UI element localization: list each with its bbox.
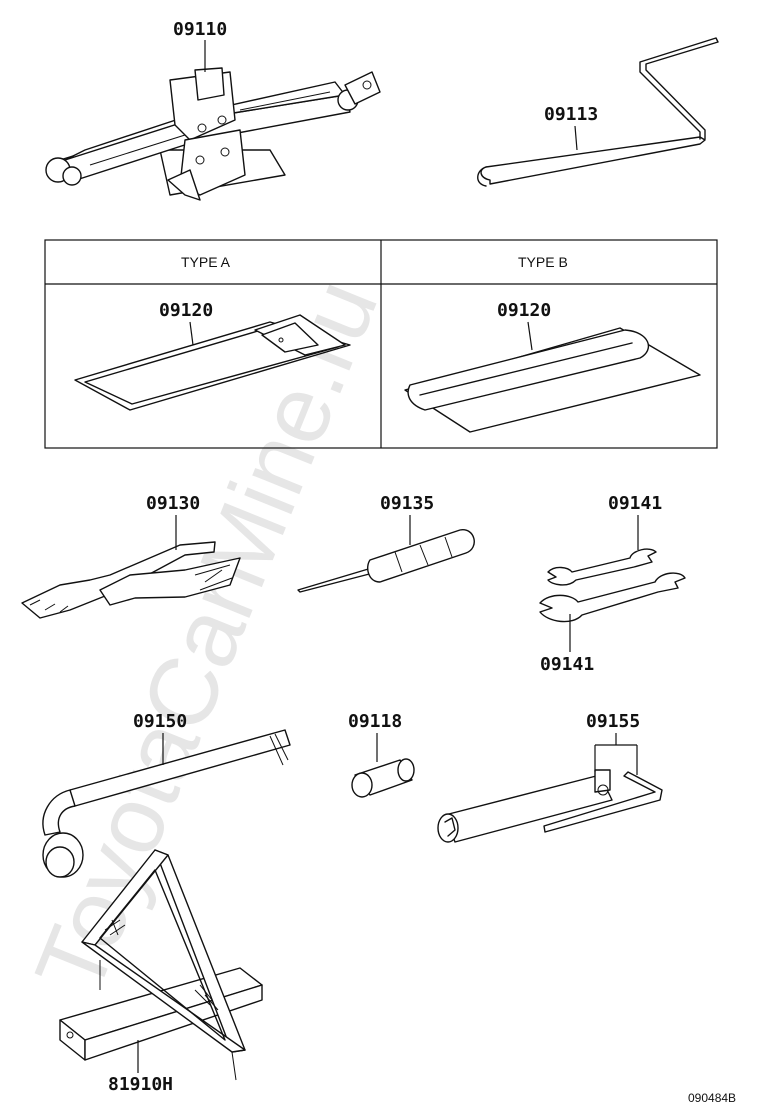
wrench-lower-illustration	[539, 572, 686, 623]
wrench-lower-part-number: 09141	[540, 654, 594, 675]
tool-bag-b-illustration	[404, 327, 701, 433]
socket-part-number: 09118	[348, 711, 402, 732]
tool-bag-b-part-number: 09120	[497, 300, 551, 321]
plug-wrench-illustration	[437, 769, 663, 843]
jack-illustration	[45, 67, 381, 201]
socket-illustration	[351, 758, 415, 798]
tool-bag-type-table	[44, 239, 718, 449]
type-a-header: TYPE A	[181, 254, 231, 270]
jack-handle-illustration	[477, 37, 719, 187]
figure-code: 090484B	[688, 1091, 736, 1105]
plug-wrench-part-number: 09155	[586, 711, 640, 732]
screwdriver-illustration	[297, 529, 475, 593]
warning-triangle-illustration	[59, 849, 263, 1081]
pliers-illustration	[21, 541, 241, 619]
warning-triangle-part-number: 81910H	[108, 1074, 173, 1095]
wheel-nut-wrench-part-number: 09150	[133, 711, 187, 732]
tool-bag-a-part-number: 09120	[159, 300, 213, 321]
jack-part-number: 09110	[173, 19, 227, 40]
type-b-header: TYPE B	[518, 254, 568, 270]
jack-handle-part-number: 09113	[544, 104, 598, 125]
wheel-nut-wrench-illustration	[42, 729, 291, 878]
pliers-part-number: 09130	[146, 493, 200, 514]
wrench-upper-part-number: 09141	[608, 493, 662, 514]
tool-bag-a-illustration	[74, 314, 351, 411]
screwdriver-part-number: 09135	[380, 493, 434, 514]
wrench-upper-illustration	[547, 548, 657, 586]
